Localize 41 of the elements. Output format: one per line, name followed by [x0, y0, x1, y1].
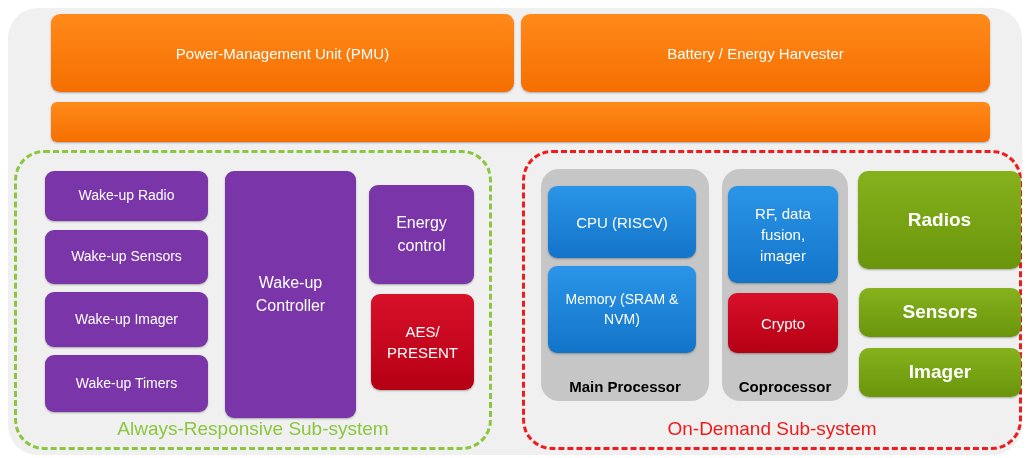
box-label: AES/ PRESENT: [386, 322, 459, 363]
group-title: On-Demand Sub-system: [666, 417, 878, 442]
box-label: Battery / Energy Harvester: [666, 43, 845, 64]
cpu-box: [548, 186, 696, 258]
box-label: Wake-up Radio: [77, 186, 176, 206]
battery-box: [521, 14, 990, 92]
group-title: Main Processor: [568, 377, 682, 397]
box-label: Sensors: [901, 300, 979, 325]
crypto-box: [371, 294, 474, 390]
processor-group: [722, 169, 848, 401]
crypto-box: [728, 293, 838, 353]
box-label: Wake-up Controller: [254, 273, 327, 316]
box-label: Wake-up Timers: [74, 373, 179, 393]
memory-box: [548, 266, 696, 353]
group-title: Always-Responsive Sub-system: [116, 417, 390, 442]
peripheral-box: [858, 171, 1021, 269]
module-box: [45, 230, 208, 284]
box-label: Wake-up Sensors: [70, 247, 183, 267]
power-unit-box: [51, 14, 514, 92]
bus-bar: [51, 102, 990, 142]
subsystem-group: [14, 150, 492, 450]
subsystem-group: [522, 150, 1022, 450]
box-label: Memory (SRAM & NVM): [564, 289, 680, 329]
box-label: CPU (RISCV): [575, 212, 669, 233]
coprocessor-box: [728, 186, 838, 283]
box-label: Crypto: [759, 313, 807, 334]
peripheral-box: [859, 348, 1021, 397]
box-label: RF, data fusion, imager: [754, 204, 812, 266]
module-box: [45, 355, 208, 412]
box-label: Wake-up Imager: [74, 309, 179, 329]
controller-box: [225, 171, 356, 418]
module-box: [369, 185, 474, 284]
box-label: Imager: [907, 360, 973, 385]
group-title: Coprocessor: [737, 377, 833, 397]
peripheral-box: [859, 288, 1021, 337]
box-label: Radios: [906, 207, 973, 232]
module-box: [45, 171, 208, 221]
module-box: [45, 292, 208, 347]
processor-group: [541, 169, 709, 401]
box-label: Power-Management Unit (PMU): [174, 43, 391, 64]
box-label: Energy control: [395, 213, 448, 256]
